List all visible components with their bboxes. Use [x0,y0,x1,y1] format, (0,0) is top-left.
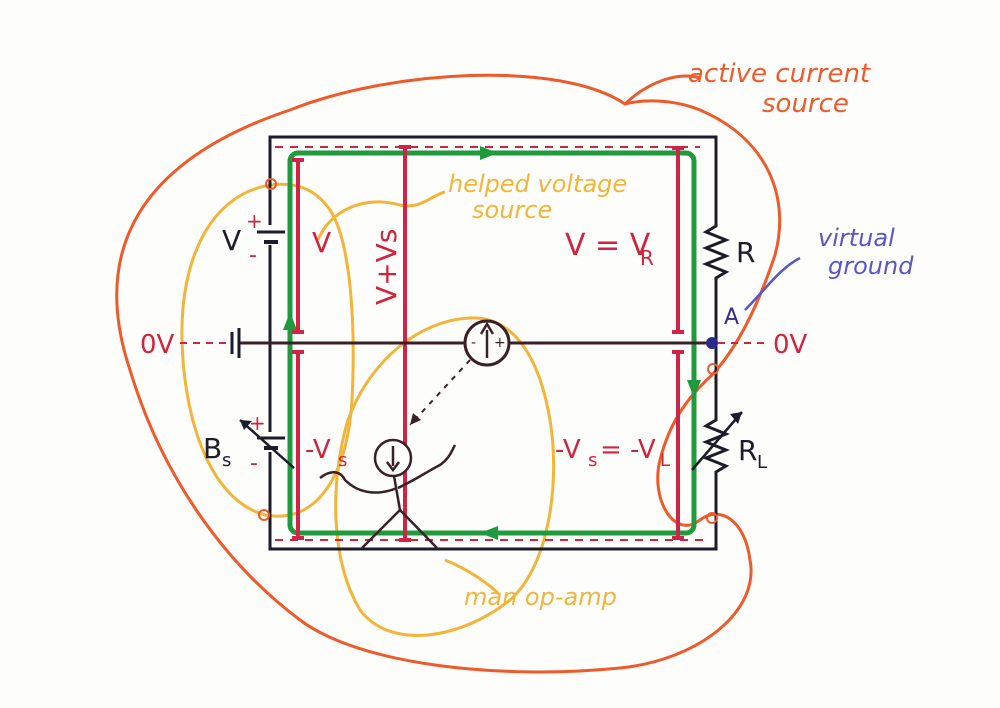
resistor-r [701,218,731,288]
meter-plus-label: + [494,335,506,351]
current-arrow-right [687,380,701,398]
label-active-current-1: active current [688,59,871,89]
helped-voltage-pointer [316,190,446,241]
label-v-eq-vr: V = V [565,228,651,263]
man-op-amp-outline [334,316,556,637]
label-bs-plus: + [249,411,266,435]
label-man-op-amp: man op-amp [464,583,617,611]
label-helped-voltage-2: source [472,196,552,224]
label-0v-left: 0V [140,330,175,360]
meter-minus-label: - [471,335,476,351]
stick-man [319,438,457,549]
label-resistor-r: R [736,236,755,269]
node-a [706,337,718,349]
label-source-bs-sub: s [222,450,231,471]
label-node-a: A [724,305,739,330]
label-minus-vs-left-sub: s [338,450,347,471]
label-source-v: V [222,224,241,257]
active-current-source-outline [115,73,782,674]
man-op-amp-pointer [444,558,502,597]
label-minus-vs-eq-vl-rest: = -V [600,435,656,465]
meter-circle: - + [463,319,511,367]
current-arrow-left [283,312,297,330]
label-minus-vs-eq-vl-sub: s [588,450,597,471]
label-active-current-2: source [762,89,849,119]
label-resistor-rl: R [738,434,757,467]
resistor-rl [691,411,743,482]
label-bs-minus: - [250,451,258,476]
label-resistor-rl-sub: L [757,452,767,473]
label-virtual-2: ground [828,252,914,280]
label-v-plus-vs: V+Vs [370,229,403,305]
virtual-ground-pointer [744,256,801,311]
label-helped-voltage-1: helped voltage [448,170,627,198]
label-minus-vs-left: -V [305,435,331,465]
label-minus-vs-eq-vl-rest-sub: L [660,450,670,471]
meter-to-man-arrow [409,359,471,426]
node-markers [258,178,719,524]
label-v-plus: + [246,209,263,233]
labels: active current source helped voltage sou… [140,59,914,611]
current-arrow-bottom [480,526,498,540]
label-v-left: V [312,226,331,259]
battery-bs [239,419,295,469]
current-arrow-top [480,146,498,160]
label-virtual-1: virtual [818,224,895,252]
label-v-minus: - [249,243,257,268]
ground-symbol [230,328,241,358]
label-minus-vs-eq-vl: -V [555,435,581,465]
label-v-eq-vr-sub: R [640,246,654,270]
label-source-bs: B [203,432,222,465]
battery-v [257,225,285,245]
label-0v-right: 0V [773,330,808,360]
